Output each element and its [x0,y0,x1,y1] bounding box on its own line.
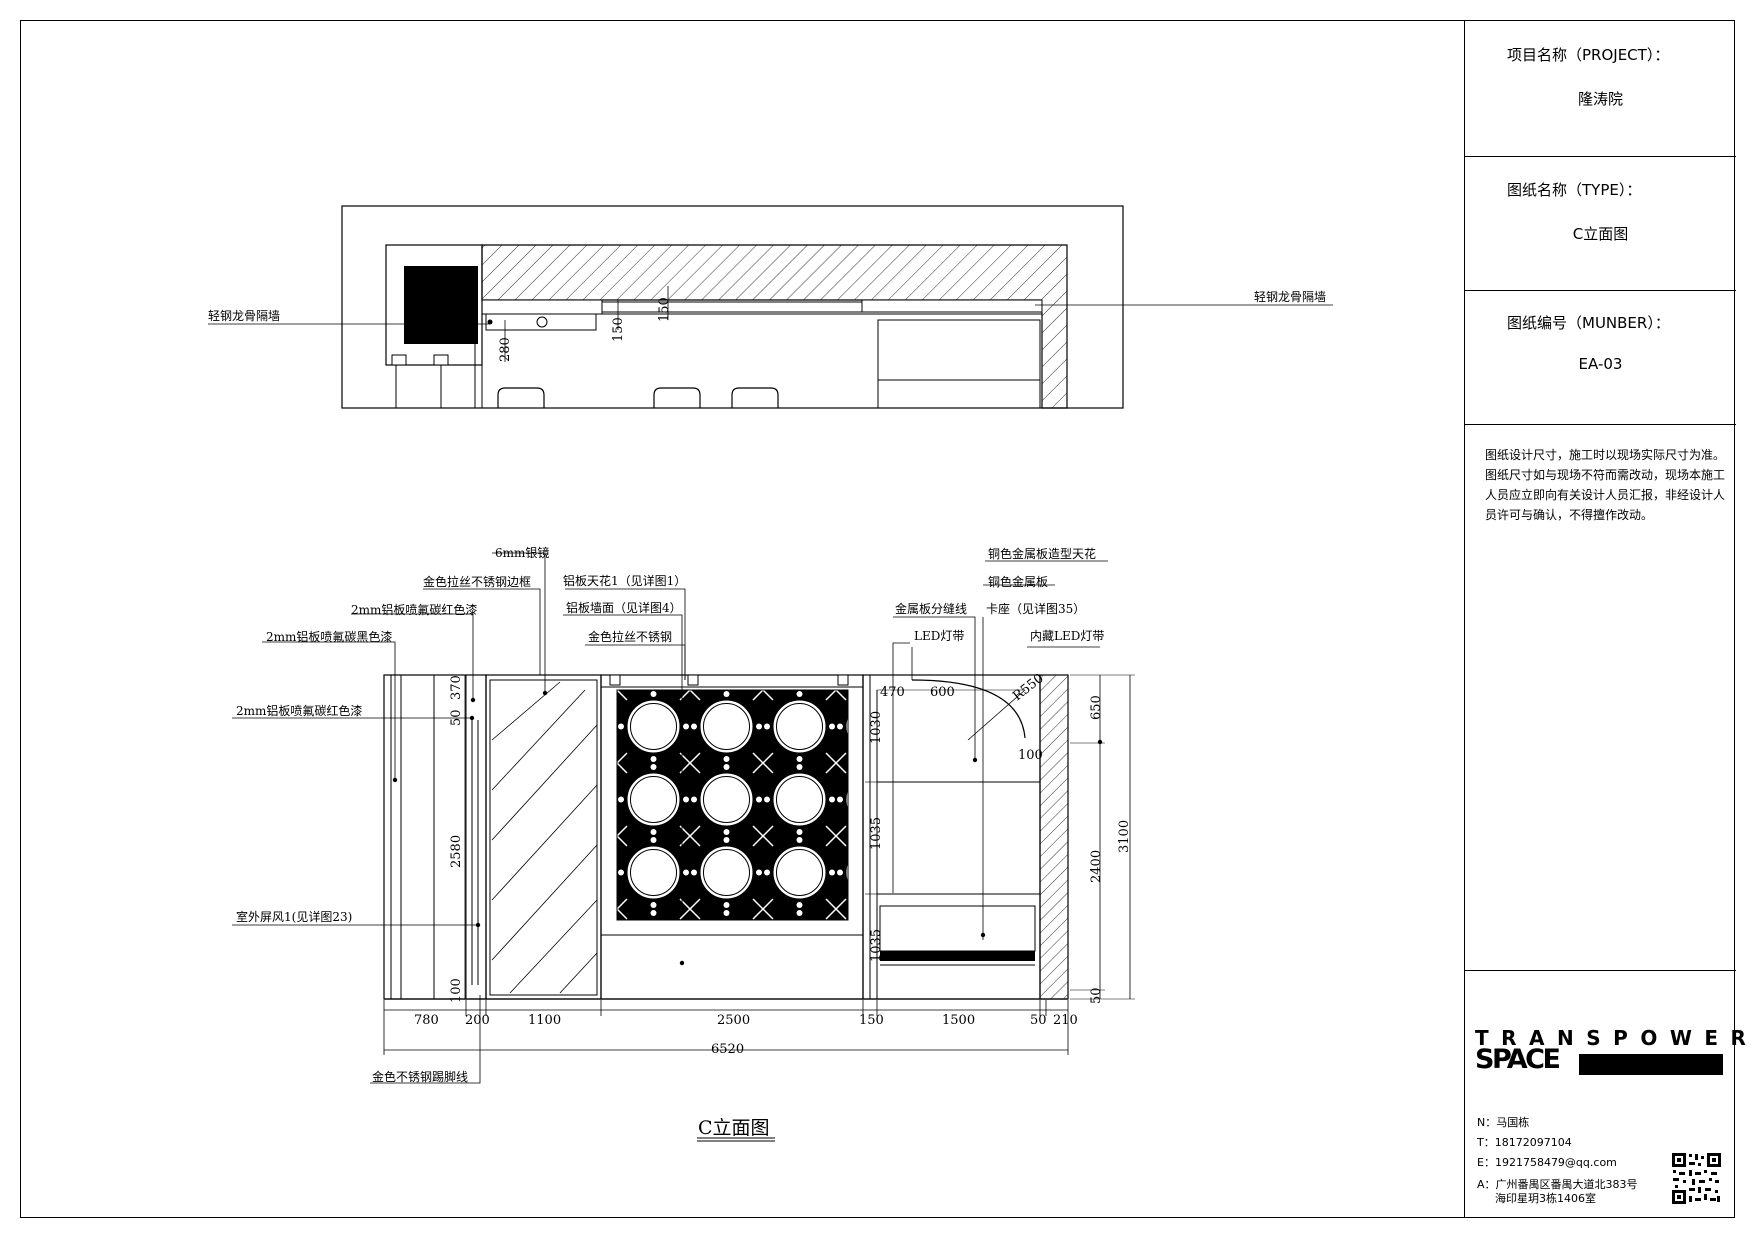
dim-1035b: 1035 [869,929,884,962]
dim-600: 600 [930,685,955,700]
project-row: 项目名称（PROJECT）： 隆涛院 [1465,20,1736,157]
label-black-paint: 2mm铝板喷氟碳黑色漆 [266,629,392,644]
drawing-frame [20,20,1735,1218]
dim-total: 6520 [711,1042,744,1057]
label-alu-ceiling: 铝板天花1（见详图1） [563,573,686,588]
label-gold-frame: 金色拉丝不锈钢边框 [423,574,531,589]
dim-370: 370 [449,675,464,700]
plan-label-left: 轻钢龙骨隔墙 [208,309,280,323]
number-label: 图纸编号（MUNBER）： [1507,314,1670,332]
label-gold-steel: 金色拉丝不锈钢 [588,629,672,644]
dim-150: 150 [859,1013,884,1028]
contact-address-1: A：广州番禺区番禺大道北383号 [1477,1178,1638,1191]
label-red-paint-mid: 2mm铝板喷氟碳红色漆 [236,703,362,718]
dim-780: 780 [414,1013,439,1028]
design-note: 图纸设计尺寸，施工时以现场实际尺寸为准。图纸尺寸如与现场不符而需改动，现场本施工… [1485,448,1726,522]
logo-text-transpower: TRANSPOWER [1475,1026,1755,1050]
dim-210: 210 [1053,1013,1078,1028]
contact-phone: T：18172097104 [1477,1136,1572,1149]
note-row: 图纸设计尺寸，施工时以现场实际尺寸为准。图纸尺寸如与现场不符而需改动，现场本施工… [1465,425,1736,971]
dim-2400: 2400 [1089,850,1104,883]
contact-email: E：1921758479@qq.com [1477,1156,1617,1169]
type-label: 图纸名称（TYPE）： [1507,181,1642,199]
dim-100-left: 100 [449,978,464,1003]
dim-1030: 1030 [869,711,884,744]
dim-50-right: 50 [1089,987,1104,1004]
label-seat: 卡座（见详图35） [986,601,1085,616]
logo-bar [1579,1054,1723,1075]
number-row: 图纸编号（MUNBER）： EA-03 [1465,291,1736,425]
dim-50: 50 [1030,1013,1047,1028]
label-led-strip: LED灯带 [914,629,964,643]
label-red-paint-top: 2mm铝板喷氟碳红色漆 [351,602,477,617]
contact-address-2: 海印星玥3栋1406室 [1495,1192,1596,1205]
elevation-view [232,552,1135,1142]
type-row: 图纸名称（TYPE）： C立面图 [1465,157,1736,291]
logo-text-space: SPACE [1475,1044,1561,1075]
label-skirting: 金色不锈钢踢脚线 [372,1069,468,1084]
project-value: 隆涛院 [1577,90,1623,108]
dim-50-left: 50 [449,709,464,726]
qr-code-icon [1671,1152,1722,1205]
dim-650: 650 [1089,695,1104,720]
label-copper-ceiling: 铜色金属板造型天花 [988,546,1096,561]
dim-1100: 1100 [528,1013,561,1028]
dim-1035a: 1035 [869,817,884,850]
plan-label-right: 轻钢龙骨隔墙 [1254,290,1326,304]
label-outdoor-screen: 室外屏风1(见详图23) [236,909,352,924]
label-copper-panel: 铜色金属板 [988,574,1048,589]
dim-100-top: 100 [1018,748,1043,763]
label-mirror: 6mm银镜 [495,545,549,560]
dim-1500: 1500 [942,1013,975,1028]
dim-2500: 2500 [717,1013,750,1028]
label-alu-wall: 铝板墙面（见详图4） [566,600,682,615]
dim-200: 200 [465,1013,490,1028]
project-label: 项目名称（PROJECT）： [1507,46,1670,64]
type-value: C立面图 [1572,225,1629,243]
dim-2580: 2580 [449,835,464,868]
plan-dim-150a: 150 [611,317,626,342]
plan-dim-280: 280 [498,337,513,362]
plan-view [208,205,1333,409]
elevation-title: C立面图 [698,1117,770,1139]
title-block: 项目名称（PROJECT）： 隆涛院 图纸名称（TYPE）： C立面图 图纸编号… [1464,20,1746,1218]
label-hidden-led: 内藏LED灯带 [1030,629,1104,643]
label-metal-joint: 金属板分缝线 [895,601,967,616]
plan-dim-150b: 150 [657,297,672,322]
contact-name: N：马国栋 [1477,1116,1530,1129]
dim-470: 470 [880,685,905,700]
number-value: EA-03 [1578,355,1623,373]
dim-3100: 3100 [1117,820,1132,853]
